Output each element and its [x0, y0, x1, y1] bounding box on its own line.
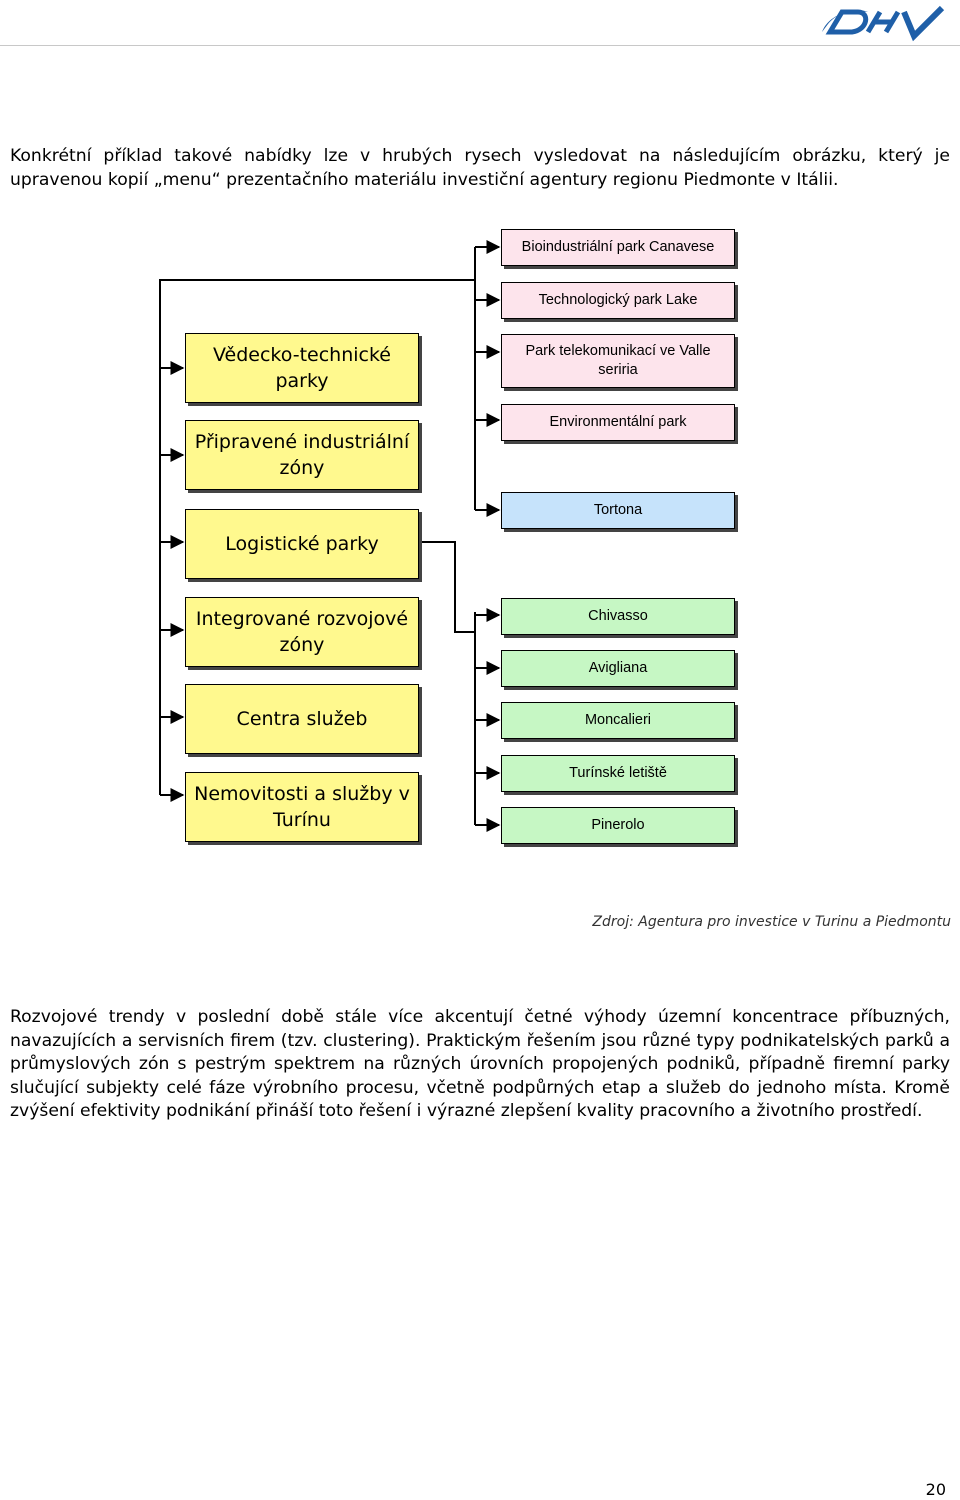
box-moncalieri: Moncalieri [501, 702, 735, 739]
box-technologicky-park: Technologický park Lake [501, 282, 735, 319]
box-label: Nemovitosti a služby v Turínu [194, 783, 410, 831]
box-chivasso: Chivasso [501, 598, 735, 635]
box-label: Logistické parky [225, 533, 379, 555]
box-environmentalni-park: Environmentální park [501, 404, 735, 441]
box-vedecko-technicke-parky: Vědecko-technické parky [185, 333, 419, 403]
box-label: Integrované rozvojové zóny [195, 608, 409, 656]
body-paragraph: Rozvojové trendy v poslední době stále v… [10, 1007, 950, 1121]
box-label: Environmentální park [549, 414, 687, 430]
box-logisticke-parky: Logistické parky [185, 509, 419, 579]
box-label: Tortona [593, 502, 643, 518]
dhv-logo-icon [822, 5, 945, 42]
box-centra-sluzeb: Centra služeb [185, 684, 419, 754]
box-pripravene-industrialni-zony: Připravené industriální zóny [185, 420, 419, 490]
box-nemovitosti-a-sluzby: Nemovitosti a služby v Turínu [185, 772, 419, 842]
diagram-connectors [159, 240, 501, 832]
box-label: Připravené industriální zóny [194, 431, 410, 479]
box-label: Technologický park Lake [538, 292, 698, 308]
box-tortona: Tortona [501, 492, 735, 529]
box-bioindustrialni-park: Bioindustriální park Canavese [501, 229, 735, 266]
box-label: Moncalieri [584, 712, 652, 728]
header-divider [0, 45, 960, 46]
box-label: Vědecko-technické parky [213, 344, 391, 392]
box-label: Park telekomunikací ve Valle seriria [525, 343, 711, 378]
box-label: Centra služeb [236, 708, 368, 730]
box-turinske-letiste: Turínské letiště [501, 755, 735, 792]
box-avigliana: Avigliana [501, 650, 735, 687]
investment-menu-diagram: Vědecko-technické parky Připravené indus… [0, 220, 960, 860]
intro-paragraph: Konkrétní příklad takové nabídky lze v h… [10, 146, 950, 190]
box-integrovane-rozvojove-zony: Integrované rozvojové zóny [185, 597, 419, 667]
box-park-telekomunikaci: Park telekomunikací ve Valle seriria [501, 334, 735, 388]
source-note: Zdroj: Agentura pro investice v Turinu a… [592, 914, 951, 930]
box-label: Pinerolo [591, 817, 645, 833]
box-label: Turínské letiště [569, 765, 667, 781]
box-pinerolo: Pinerolo [501, 807, 735, 844]
page-number: 20 [925, 1480, 946, 1499]
dhv-logo [818, 2, 953, 44]
box-label: Avigliana [588, 660, 648, 676]
box-label: Chivasso [588, 608, 648, 624]
box-label: Bioindustriální park Canavese [521, 239, 715, 255]
